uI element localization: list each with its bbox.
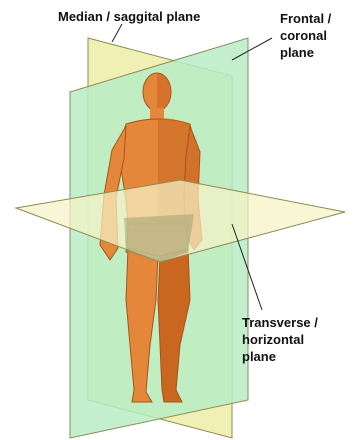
frontal-coronal-label: Frontal / coronal plane: [280, 10, 331, 61]
median-sagittal-label: Median / saggital plane: [58, 8, 200, 25]
sagittal-leader-line: [112, 24, 122, 42]
transverse-horizontal-line-1: Transverse /: [242, 314, 318, 331]
transverse-horizontal-line-2: horizontal: [242, 331, 318, 348]
transverse-horizontal-label: Transverse / horizontal plane: [242, 314, 318, 365]
frontal-coronal-line-1: Frontal /: [280, 10, 331, 27]
median-sagittal-text: Median / saggital plane: [58, 8, 200, 25]
frontal-coronal-line-2: coronal: [280, 27, 331, 44]
frontal-coronal-line-3: plane: [280, 44, 331, 61]
transverse-horizontal-line-3: plane: [242, 348, 318, 365]
